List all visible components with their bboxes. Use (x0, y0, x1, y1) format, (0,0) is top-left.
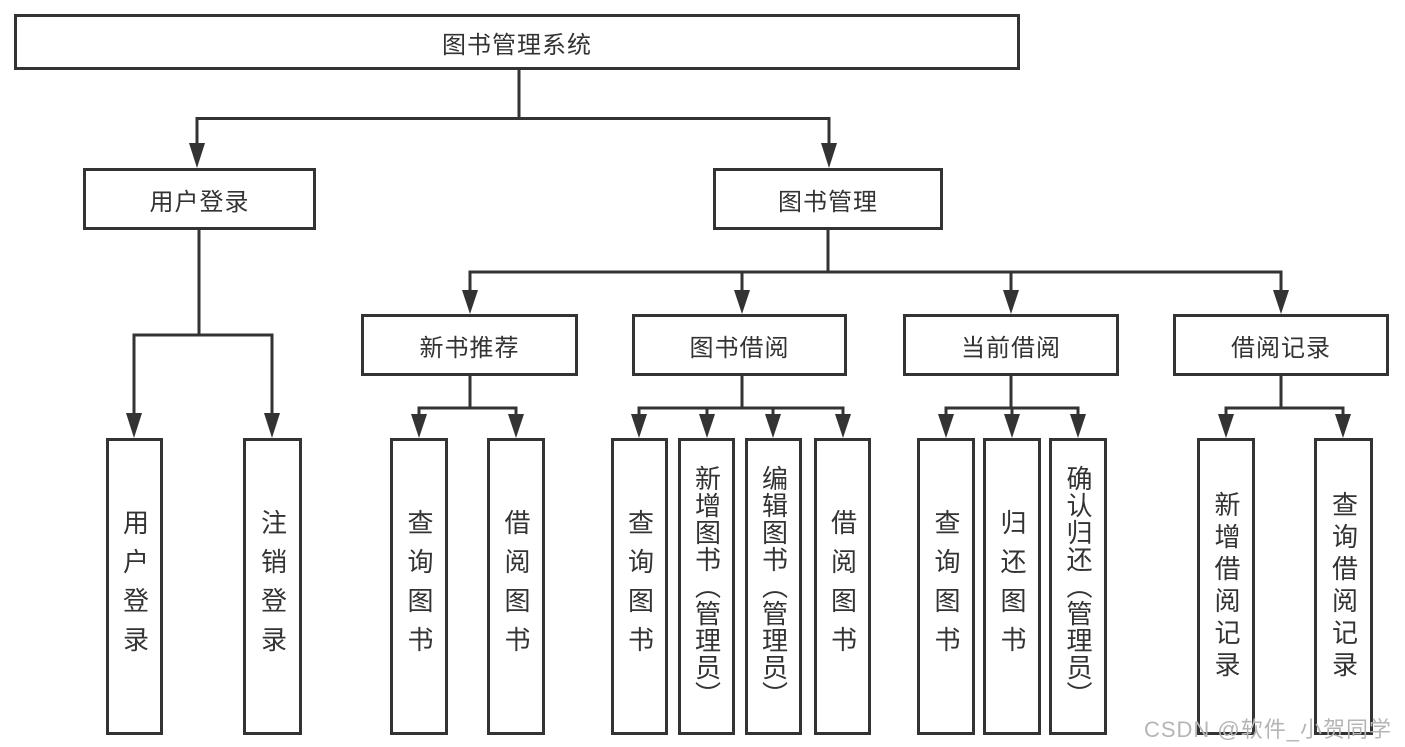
arrowhead-icon (1273, 290, 1289, 314)
leaf-recommend-borrow-books-label: 借阅图书 (501, 508, 531, 665)
leaf-return-books-label: 归还图书 (997, 508, 1027, 665)
arrowhead-icon (462, 290, 478, 314)
arrowhead-icon (508, 414, 524, 438)
leaf-confirm-return-admin-label: 确认归还（管理员） (1063, 465, 1093, 708)
arrowhead-icon (264, 413, 280, 438)
arrowhead-icon (1004, 414, 1020, 438)
leaf-recommend-query-books-label: 查询图书 (404, 508, 434, 665)
node-book-management: 图书管理 (713, 168, 943, 230)
node-book-borrowing: 图书借阅 (632, 314, 847, 376)
node-new-book-recommend: 新书推荐 (361, 314, 578, 376)
leaf-add-borrow-record: 新增借阅记录 (1197, 438, 1255, 735)
leaf-current-query-books: 查询图书 (917, 438, 975, 735)
leaf-current-query-books-label: 查询图书 (931, 508, 961, 665)
leaf-edit-books-admin: 编辑图书（管理员） (745, 438, 802, 735)
node-borrowing-records: 借阅记录 (1173, 314, 1389, 376)
arrowhead-icon (938, 414, 954, 438)
arrowhead-icon (765, 414, 781, 438)
arrowhead-icon (699, 414, 715, 438)
leaf-recommend-borrow-books: 借阅图书 (487, 438, 545, 735)
arrowhead-icon (1070, 414, 1086, 438)
leaf-borrowing-query-books-label: 查询图书 (624, 508, 655, 665)
node-current-borrowing: 当前借阅 (903, 314, 1119, 376)
arrowhead-icon (821, 143, 837, 168)
leaf-query-borrow-record-label: 查询借阅记录 (1328, 490, 1359, 683)
node-user-login: 用户登录 (83, 168, 316, 230)
leaf-add-books-admin-label: 新增图书（管理员） (691, 465, 722, 708)
arrowhead-icon (411, 414, 427, 438)
arrowhead-icon (734, 290, 750, 314)
leaf-logout-label: 注销登录 (257, 508, 288, 665)
leaf-user-login: 用户登录 (106, 438, 163, 735)
leaf-recommend-query-books: 查询图书 (390, 438, 448, 735)
arrowhead-icon (1335, 414, 1351, 438)
arrowhead-icon (1003, 290, 1019, 314)
leaf-confirm-return-admin: 确认归还（管理员） (1049, 438, 1107, 735)
leaf-user-login-label: 用户登录 (119, 508, 150, 665)
arrowhead-icon (126, 413, 142, 438)
leaf-add-books-admin: 新增图书（管理员） (678, 438, 735, 735)
arrowhead-icon (631, 414, 647, 438)
leaf-logout: 注销登录 (243, 438, 302, 735)
leaf-edit-books-admin-label: 编辑图书（管理员） (758, 465, 789, 708)
leaf-add-borrow-record-label: 新增借阅记录 (1211, 490, 1241, 683)
leaf-borrowing-query-books: 查询图书 (611, 438, 668, 735)
arrowhead-icon (1218, 414, 1234, 438)
leaf-query-borrow-record: 查询借阅记录 (1314, 438, 1373, 735)
leaf-borrow-books: 借阅图书 (814, 438, 871, 735)
arrowhead-icon (835, 414, 851, 438)
node-root: 图书管理系统 (14, 14, 1020, 70)
leaf-borrow-books-label: 借阅图书 (827, 508, 858, 665)
arrowhead-icon (189, 143, 205, 168)
leaf-return-books: 归还图书 (983, 438, 1041, 735)
